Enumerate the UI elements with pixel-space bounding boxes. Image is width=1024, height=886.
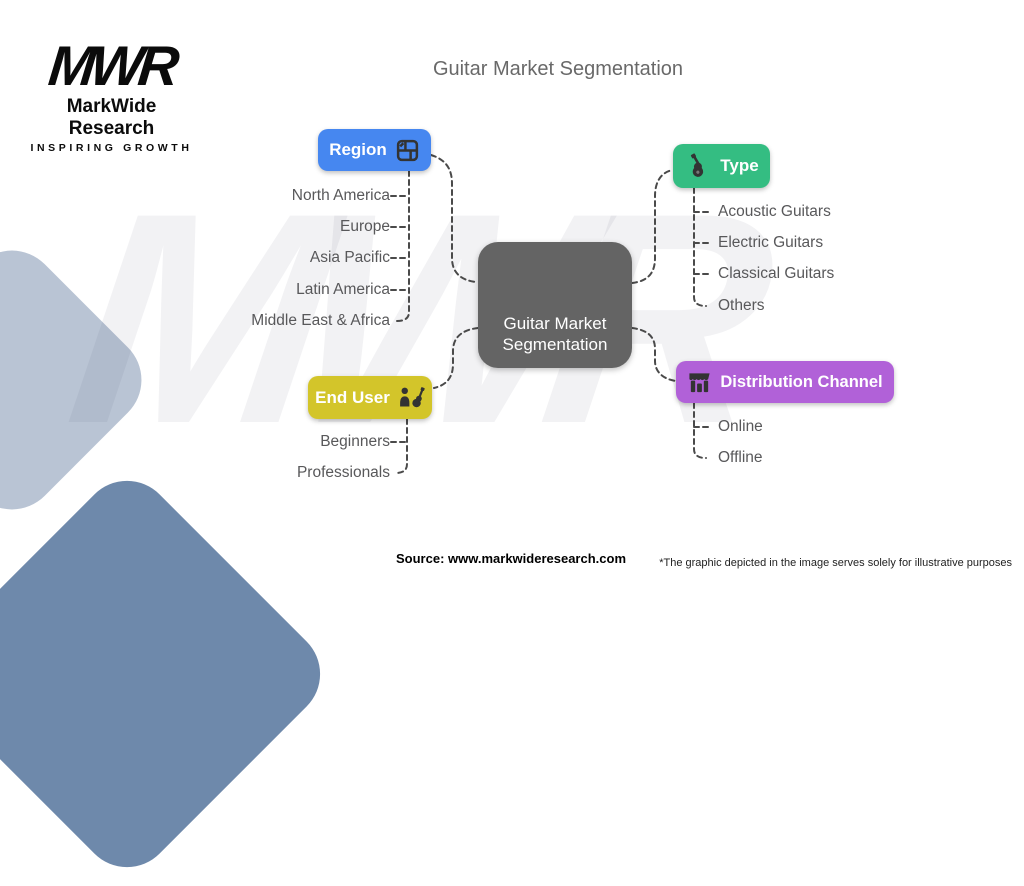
leaf-type-item: Classical Guitars <box>718 265 835 282</box>
branch-node-end-user-label: End User <box>315 387 390 407</box>
leaf-region-item: Europe <box>340 218 390 235</box>
page-title: Guitar Market Segmentation <box>432 58 684 80</box>
logo-tagline: INSPIRING GROWTH <box>30 142 193 154</box>
disclaimer-text: *The graphic depicted in the image serve… <box>659 557 1012 569</box>
leaf-region-item: Latin America <box>296 281 390 298</box>
source-text: Source: www.markwideresearch.com <box>396 551 627 566</box>
connector-lines <box>390 154 711 474</box>
center-node-label-line1: Guitar Market <box>503 314 607 333</box>
branch-node-region: Region <box>318 129 431 171</box>
leaf-region-item: Asia Pacific <box>309 249 390 266</box>
person-guitar-icon <box>398 386 425 410</box>
branch-node-distribution-channel-label: Distribution Channel <box>720 372 883 391</box>
logo-name: MarkWide Research <box>66 96 157 139</box>
leaf-region-item: Middle East & Africa <box>251 312 390 329</box>
guitar-icon <box>684 152 712 180</box>
leaf-type-item: Others <box>718 297 765 314</box>
map-icon <box>395 138 420 163</box>
center-node: Guitar Market Segmentation <box>478 242 632 368</box>
leaf-type-item: Electric Guitars <box>718 234 824 251</box>
logo-mark: MWR <box>45 34 178 97</box>
markwide-logo: MWR MarkWide Research INSPIRING GROWTH <box>24 34 199 154</box>
leaf-end-user-item: Beginners <box>320 433 390 450</box>
branch-node-type-label: Type <box>720 156 759 175</box>
leaf-end-user-item: Professionals <box>296 464 390 481</box>
center-node-label-line2: Segmentation <box>502 335 608 354</box>
leaf-type-item: Acoustic Guitars <box>718 203 831 220</box>
leaf-distribution-item: Offline <box>718 449 763 466</box>
branch-node-distribution-channel: Distribution Channel <box>676 361 894 403</box>
store-icon <box>687 370 712 395</box>
leaf-region-item: North America <box>291 187 390 204</box>
leaf-distribution-item: Online <box>718 418 763 435</box>
branch-node-end-user: End User <box>308 376 432 419</box>
branch-node-region-label: Region <box>329 140 387 159</box>
branch-node-type: Type <box>673 144 770 188</box>
